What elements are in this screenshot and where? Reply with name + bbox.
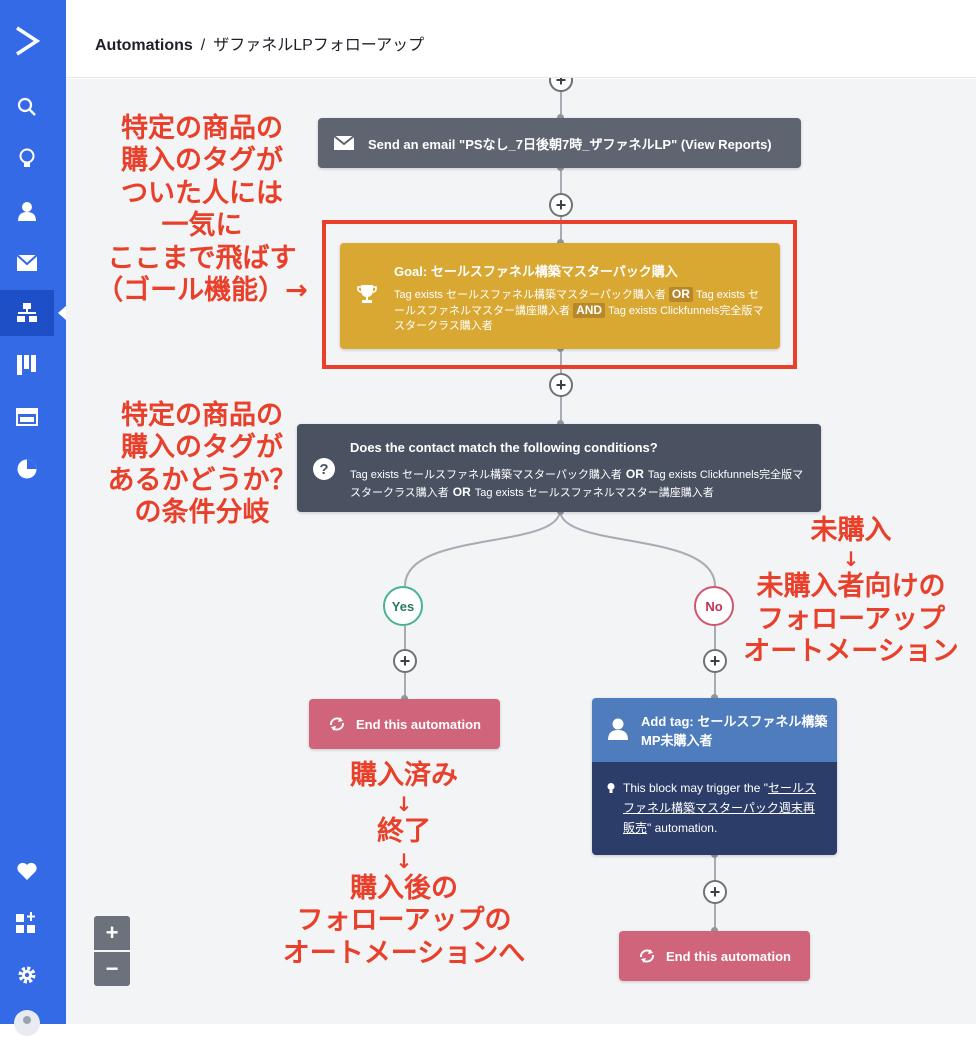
condition-annotation: 特定の商品の 購入のタグが あるかどうか？ の条件分岐 (72, 400, 332, 530)
add-tag-header: Add tag: セールスファネル構築MP未購入者 (592, 698, 837, 762)
branch-connector (380, 510, 740, 590)
note-prefix: This block may trigger the " (623, 781, 768, 795)
cond-op-or-2: OR (453, 485, 471, 499)
annotation-arrow: ↓ (262, 849, 546, 873)
contacts-icon[interactable] (0, 188, 54, 234)
settings-icon[interactable] (0, 952, 54, 998)
zoom-in-button[interactable]: + (94, 916, 130, 950)
annotation-line: ここまで飛ばす (72, 243, 332, 275)
add-step-button[interactable]: + (549, 373, 573, 397)
add-tag-node[interactable]: Add tag: セールスファネル構築MP未購入者 This block may… (592, 698, 837, 855)
condition-rules: Tag exists セールスファネル構築マスターパック購入者 OR Tag exi… (350, 466, 808, 502)
annotation-line: 購入のタグが (72, 432, 332, 464)
annotation-line: 購入済み (262, 760, 546, 792)
goal-node[interactable]: Goal: セールスファネル構築マスターパック購入 Tag exists セール… (340, 243, 780, 349)
email-icon (334, 136, 354, 150)
annotation-line: の条件分岐 (72, 497, 332, 529)
website-icon[interactable] (0, 394, 54, 440)
end-automation-node[interactable]: End this automation (619, 931, 810, 981)
breadcrumb-automation-name: ザファネルLPフォローアップ (213, 37, 424, 54)
annotation-line: 購入のタグが (72, 145, 332, 177)
end-automation-label: End this automation (356, 717, 481, 732)
annotation-line: フォローアップの (262, 905, 546, 937)
active-indicator (58, 306, 66, 320)
yes-branch-annotation: 購入済み ↓ 終了 ↓ 購入後の フォローアップの オートメーションへ (262, 760, 546, 970)
annotation-line: あるかどうか？ (72, 465, 332, 497)
cond-op-or: OR (626, 467, 644, 481)
add-step-button[interactable]: + (549, 193, 573, 217)
breadcrumb-display: Automations / ザファネルLPフォローアップ (95, 31, 424, 55)
breadcrumb-sep: / (201, 37, 205, 54)
contact-icon (608, 718, 628, 740)
zoom-out-button[interactable]: − (94, 952, 130, 986)
add-step-button[interactable]: + (393, 649, 417, 673)
email-icon[interactable] (0, 240, 54, 286)
annotation-line: 未購入者向けの (726, 571, 976, 603)
annotation-line: ついた人には (72, 178, 332, 210)
heart-icon[interactable] (0, 848, 54, 894)
add-step-button[interactable]: + (703, 649, 727, 673)
if-else-node[interactable]: ? Does the contact match the following c… (297, 424, 821, 512)
condition-title: Does the contact match the following con… (350, 440, 658, 455)
automations-icon[interactable] (0, 290, 54, 336)
annotation-line: 一気に (72, 210, 332, 242)
annotation-line: 特定の商品の (72, 113, 332, 145)
goal-conditions: Tag exists セールスファネル構築マスターパック購入者 OR Tag e… (394, 287, 766, 334)
annotation-line: 特定の商品の (72, 400, 332, 432)
annotation-line: 購入後の (262, 873, 546, 905)
logo-icon[interactable] (0, 18, 54, 64)
no-branch-annotation: 未購入 ↓ 未購入者向けの フォローアップ オートメーション (726, 515, 976, 669)
annotation-line: 未購入 (726, 515, 976, 547)
add-tag-title: Add tag: セールスファネル構築MP未購入者 (641, 712, 831, 750)
reports-icon[interactable] (0, 446, 54, 492)
annotation-line: （ゴール機能）→ (72, 275, 332, 307)
yes-branch-label[interactable]: Yes (383, 586, 423, 626)
lightbulb-icon (606, 782, 616, 794)
end-automation-label: End this automation (666, 949, 791, 964)
goal-op-and: AND (573, 303, 605, 318)
annotation-line: 終了 (262, 816, 546, 848)
goal-op-or: OR (669, 287, 693, 302)
send-email-title: Send an email "PSなし_7日後朝7時_ザファネルLP" (Vie… (368, 134, 772, 153)
trophy-icon (357, 284, 377, 304)
apps-icon[interactable] (0, 900, 54, 946)
breadcrumb-automations-link[interactable]: Automations (95, 37, 193, 54)
deals-icon[interactable] (0, 342, 54, 388)
search-icon[interactable] (0, 84, 54, 130)
goal-cond-1: Tag exists セールスファネル構築マスターパック購入者 (394, 289, 666, 301)
add-step-button[interactable]: + (703, 880, 727, 904)
sidebar (0, 0, 66, 1024)
cond-rule-3: Tag exists セールスファネルマスター講座購入者 (475, 487, 714, 499)
annotation-line: オートメーションへ (262, 938, 546, 970)
end-icon (328, 716, 346, 732)
cond-rule-1: Tag exists セールスファネル構築マスターパック購入者 (350, 469, 622, 481)
annotation-arrow: ↓ (262, 792, 546, 816)
send-email-node[interactable]: Send an email "PSなし_7日後朝7時_ザファネルLP" (Vie… (318, 118, 801, 168)
goal-title: Goal: セールスファネル構築マスターパック購入 (394, 261, 678, 280)
annotation-line: オートメーション (726, 636, 976, 668)
annotation-arrow: ↓ (726, 547, 976, 571)
end-automation-node[interactable]: End this automation (309, 699, 500, 749)
end-icon (638, 948, 656, 964)
avatar[interactable] (0, 1000, 54, 1046)
note-suffix: " automation. (647, 821, 717, 835)
goal-annotation: 特定の商品の 購入のタグが ついた人には 一気に ここまで飛ばす （ゴール機能）… (72, 113, 332, 307)
lightbulb-icon[interactable] (0, 136, 54, 182)
add-tag-note: This block may trigger the "セールスファネル構築マス… (592, 762, 837, 855)
annotation-line: フォローアップ (726, 604, 976, 636)
